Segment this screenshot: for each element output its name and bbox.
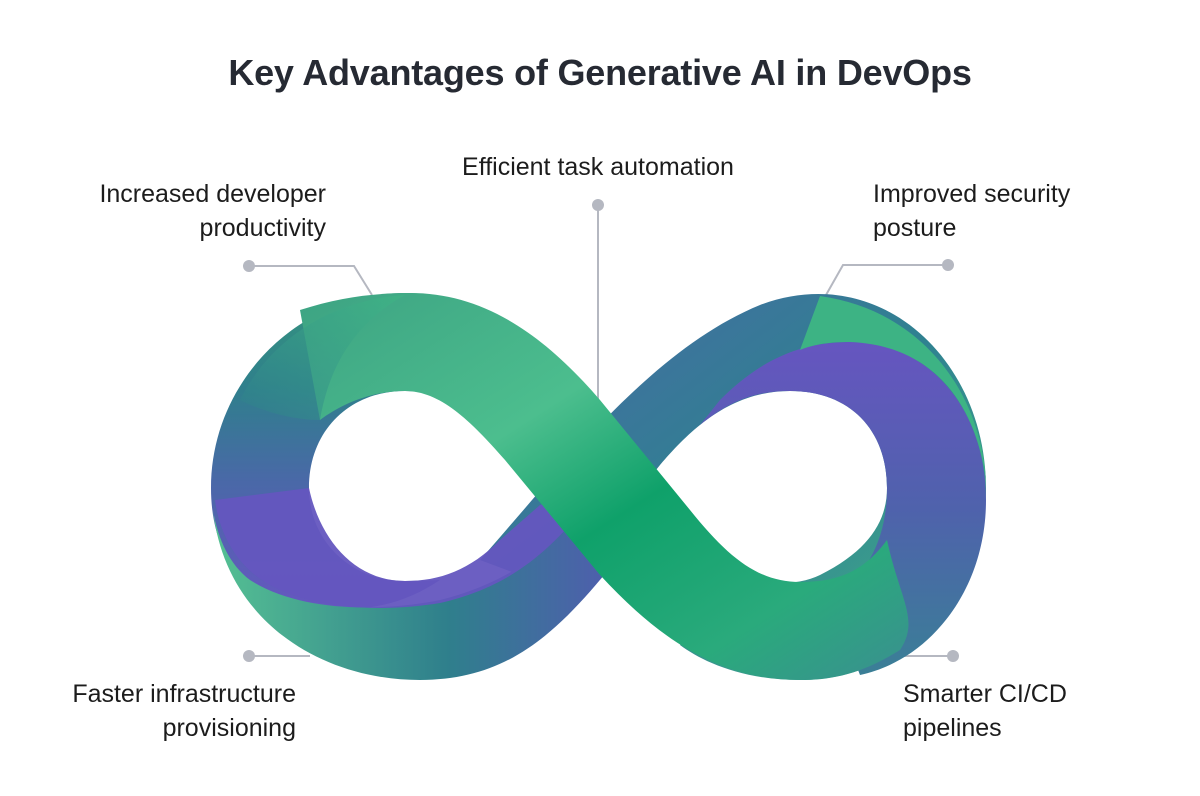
ribbon-left-top [240, 295, 405, 420]
ribbon-left-bottom [213, 488, 640, 680]
connector-dot-bottom-left [243, 650, 255, 662]
label-line: productivity [199, 214, 326, 242]
connector-dot-top-center [592, 199, 604, 211]
ribbon-left-purple [215, 488, 600, 608]
connector-top-left [249, 265, 373, 296]
label-line: posture [873, 214, 957, 242]
ribbon-front [300, 293, 909, 680]
label-line: Efficient task automation [462, 153, 734, 181]
label-smarter-ci-cd-pipelines: Smarter CI/CD pipelines [903, 677, 1067, 745]
connector-dot-top-left [243, 260, 255, 272]
ribbon-right-edge [800, 296, 986, 480]
ribbon-right-purple [700, 342, 986, 675]
label-line: pipelines [903, 714, 1002, 742]
connector-dot-top-right [942, 259, 954, 271]
label-line: Improved security [873, 180, 1071, 208]
label-improved-security-posture: Improved security posture [873, 177, 1070, 245]
label-line: Faster infrastructure [72, 680, 296, 708]
connector-top-right [825, 264, 948, 296]
label-line: Increased developer [99, 180, 326, 208]
label-faster-infrastructure-provisioning: Faster infrastructure provisioning [72, 677, 296, 745]
label-increased-developer-productivity: Increased developer productivity [99, 177, 326, 245]
connector-dot-bottom-right [947, 650, 959, 662]
label-efficient-task-automation: Efficient task automation [420, 150, 776, 184]
label-line: provisioning [162, 714, 296, 742]
page-title: Key Advantages of Generative AI in DevOp… [228, 52, 972, 93]
label-line: Smarter CI/CD [903, 680, 1067, 708]
